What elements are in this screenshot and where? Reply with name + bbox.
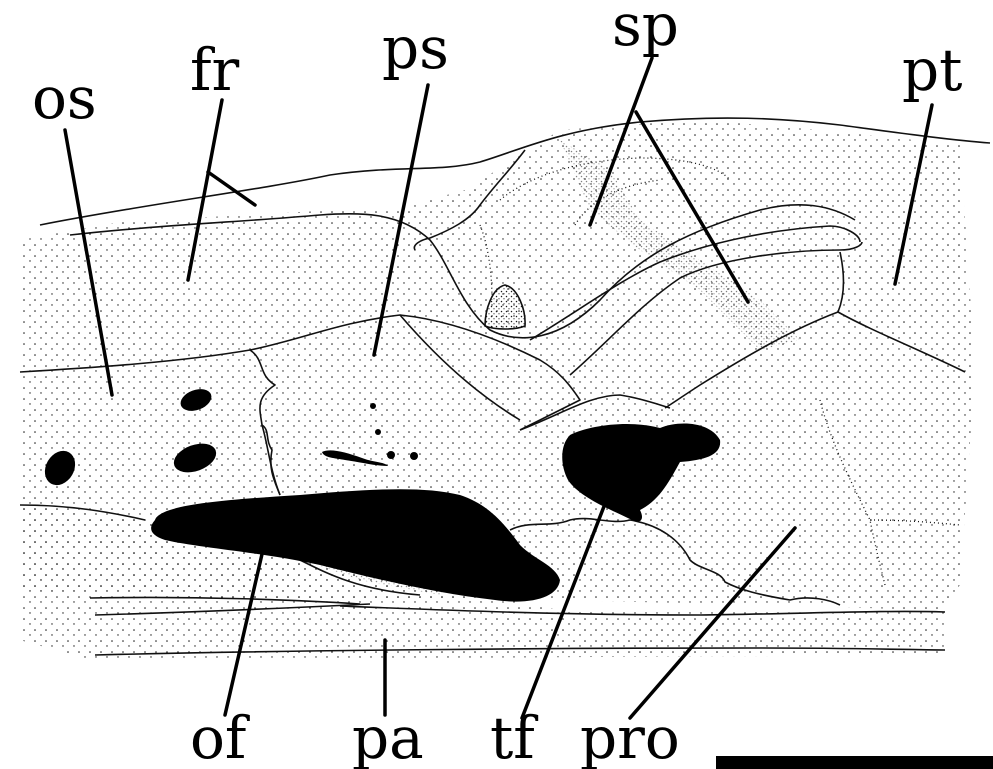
label-tf: tf bbox=[490, 704, 538, 769]
label-pro: pro bbox=[580, 704, 680, 769]
presphenoid-pore-3 bbox=[387, 451, 395, 459]
label-fr: fr bbox=[190, 36, 239, 104]
label-pa: pa bbox=[352, 704, 424, 769]
label-pt: pt bbox=[902, 36, 962, 104]
scale-bar bbox=[716, 756, 993, 769]
label-os: os bbox=[32, 64, 97, 132]
label-ps: ps bbox=[382, 14, 449, 82]
presphenoid-pore-1 bbox=[370, 403, 376, 409]
presphenoid-pore-4 bbox=[410, 452, 418, 460]
label-of: of bbox=[190, 704, 250, 769]
fr-leader-branch bbox=[208, 172, 255, 205]
presphenoid-pore-2 bbox=[375, 429, 381, 435]
label-sp: sp bbox=[612, 0, 679, 59]
